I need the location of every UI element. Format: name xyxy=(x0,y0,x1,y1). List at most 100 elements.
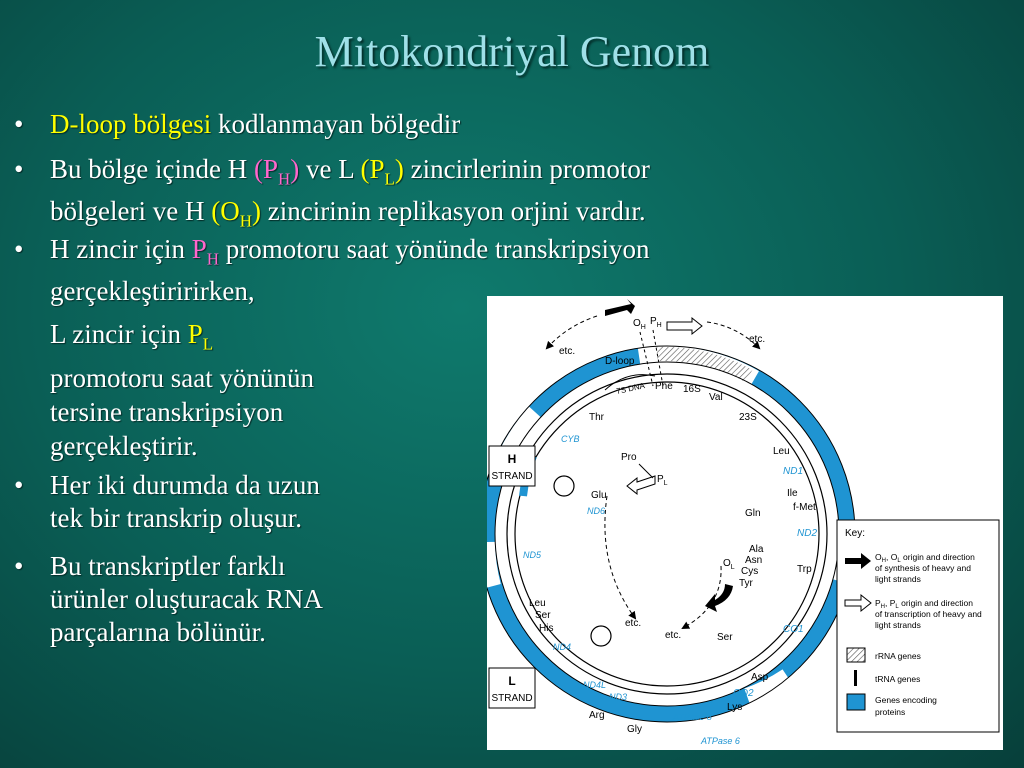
b6-line: ürünler oluşturacak RNA xyxy=(50,584,323,614)
b4-p: P xyxy=(187,319,203,349)
b2-text-c: zincirlerinin promotor xyxy=(403,154,650,184)
gene-label: 16S xyxy=(683,384,701,395)
bullet-1: • D-loop bölgesi kodlanmayan bölgedir xyxy=(14,108,460,141)
origin-transcription-arrow-icon xyxy=(844,593,872,613)
ph-direction-arrow-icon xyxy=(666,316,703,336)
key-ph-pl: PH, PL origin and direction xyxy=(875,598,973,610)
b2-text-b: ve L xyxy=(299,154,361,184)
gene-label: ATPase 6 xyxy=(700,736,740,746)
oh-direction-arrow-icon xyxy=(605,299,635,316)
key-genes-1: Genes encoding xyxy=(875,695,937,705)
key-oh-ol: OH, OL origin and direction xyxy=(875,552,975,564)
gene-label: Lys xyxy=(727,702,742,713)
origin-synthesis-arrow-icon xyxy=(845,553,871,569)
b3-text-a: H zincir için xyxy=(50,234,192,264)
gene-label: ND1 xyxy=(783,466,803,477)
gene-label: Ser xyxy=(717,632,733,643)
outer-ring-edge xyxy=(494,361,840,707)
dloop-bracket xyxy=(604,374,656,391)
b6-line: parçalarına bölünür. xyxy=(50,617,266,647)
key-oh-ol-line2: of synthesis of heavy and xyxy=(875,563,971,573)
pl-open: (P xyxy=(360,154,385,184)
b5-line: Her iki durumda da uzun xyxy=(50,470,320,500)
b3-text-c: gerçekleştiririrken, xyxy=(50,276,255,307)
dna7s-label: 7S DNA xyxy=(616,381,647,396)
etc-label: etc. xyxy=(665,630,681,641)
b5-line: tek bir transkrip oluşur. xyxy=(50,503,302,533)
b2-text-d: bölgeleri ve H xyxy=(50,196,212,227)
gene-label: Gly xyxy=(627,724,642,735)
oh-open: (O xyxy=(211,196,240,227)
l-strand-word: STRAND xyxy=(491,693,532,704)
bullet-mark: • xyxy=(14,234,24,264)
b4-line: gerçekleştirir. xyxy=(50,431,198,462)
gap-segment xyxy=(479,541,501,589)
bullet-mark: • xyxy=(14,109,24,139)
b4-text-a: L zincir için xyxy=(50,319,188,349)
gene-label: Gln xyxy=(745,508,761,519)
gene-label: Trp xyxy=(797,564,812,575)
gene-label: ND4 xyxy=(553,642,571,652)
bullet-mark: • xyxy=(14,551,24,581)
gene-label: Arg xyxy=(589,710,605,721)
ph-open: (P xyxy=(253,154,278,184)
gene-label: Cys xyxy=(741,566,758,577)
gene-label: ND2 xyxy=(797,528,817,539)
key-title: Key: xyxy=(845,528,865,539)
b4-line: promotoru saat yönünün xyxy=(50,363,314,394)
key-ph-pl-line3: light strands xyxy=(875,620,921,630)
ph-sub: H xyxy=(277,169,291,189)
bullet-mark: • xyxy=(14,154,24,184)
gene-label: 23S xyxy=(739,412,757,423)
key-oh-ol-line3: light strands xyxy=(875,574,921,584)
bullet-5: • Bu transkriptler farklı ürünler oluştu… xyxy=(14,550,323,649)
etc-arrow-left xyxy=(545,315,598,350)
gap-segment xyxy=(744,669,792,704)
gene-label: Val xyxy=(709,392,723,403)
etc-arrow-right xyxy=(706,321,761,350)
l-strand-letter: L xyxy=(508,674,515,688)
bullet-4: • Her iki durumda da uzun tek bir transk… xyxy=(14,469,320,535)
trna-swatch xyxy=(854,670,857,686)
h-strand-marker xyxy=(553,475,575,497)
etc-label: etc. xyxy=(749,334,765,345)
diagram-key: Key: OH, OL origin and direction of synt… xyxy=(836,519,1000,733)
gene-label: CO2 xyxy=(733,688,754,699)
pl-direction-arrow-icon xyxy=(626,475,656,496)
dloop-term: D-loop bölgesi xyxy=(50,109,212,139)
h-strand-box xyxy=(488,445,536,487)
oh-label: OH xyxy=(633,318,646,331)
bullet-3: • H zincir için PH promotoru saat yönünd… xyxy=(14,233,649,308)
gene-label: ND3 xyxy=(609,692,627,702)
protein-gene-swatch xyxy=(846,693,866,711)
ol-direction-arrow-icon xyxy=(705,584,733,612)
gene-label: Leu xyxy=(529,598,546,609)
gene-label: ND5 xyxy=(523,550,542,560)
oh-sub: H xyxy=(239,211,252,231)
gene-label: Ser xyxy=(535,610,551,621)
ol-etc-arrow xyxy=(681,565,722,629)
pl-label: PL xyxy=(657,474,668,487)
b6-line: Bu transkriptler farklı xyxy=(50,551,286,581)
gene-label: CO1 xyxy=(783,624,804,635)
pl-close: ) xyxy=(394,154,404,184)
bullet-1-rest: kodlanmayan bölgedir xyxy=(211,109,461,139)
gene-label: Asp xyxy=(751,672,769,683)
etc-label: etc. xyxy=(625,618,641,629)
l-etc-arrow xyxy=(604,495,637,620)
b2-text-e: zincirinin replikasyon orjini vardır. xyxy=(260,196,646,227)
b3-sub: H xyxy=(206,249,220,269)
oh-close: ) xyxy=(251,196,261,227)
gene-label: Phe xyxy=(655,381,673,392)
key-ph-pl-line2: of transcription of heavy and xyxy=(875,609,982,619)
h-strand-word: STRAND xyxy=(491,471,532,482)
ph-label: PH xyxy=(650,316,662,329)
gene-label: Pro xyxy=(621,452,637,463)
gene-label: Leu xyxy=(773,446,790,457)
rrna-hatch xyxy=(656,346,753,383)
gene-label: ATPase 8 xyxy=(672,712,712,722)
b3-text-b: promotoru saat yönünde transkripsiyon xyxy=(219,234,650,264)
bullet-3-continuation: L zincir için PL promotoru saat yönünün … xyxy=(14,317,314,463)
b2-text-a: Bu bölge içinde H xyxy=(50,154,254,184)
gene-label: Ile xyxy=(787,488,798,499)
